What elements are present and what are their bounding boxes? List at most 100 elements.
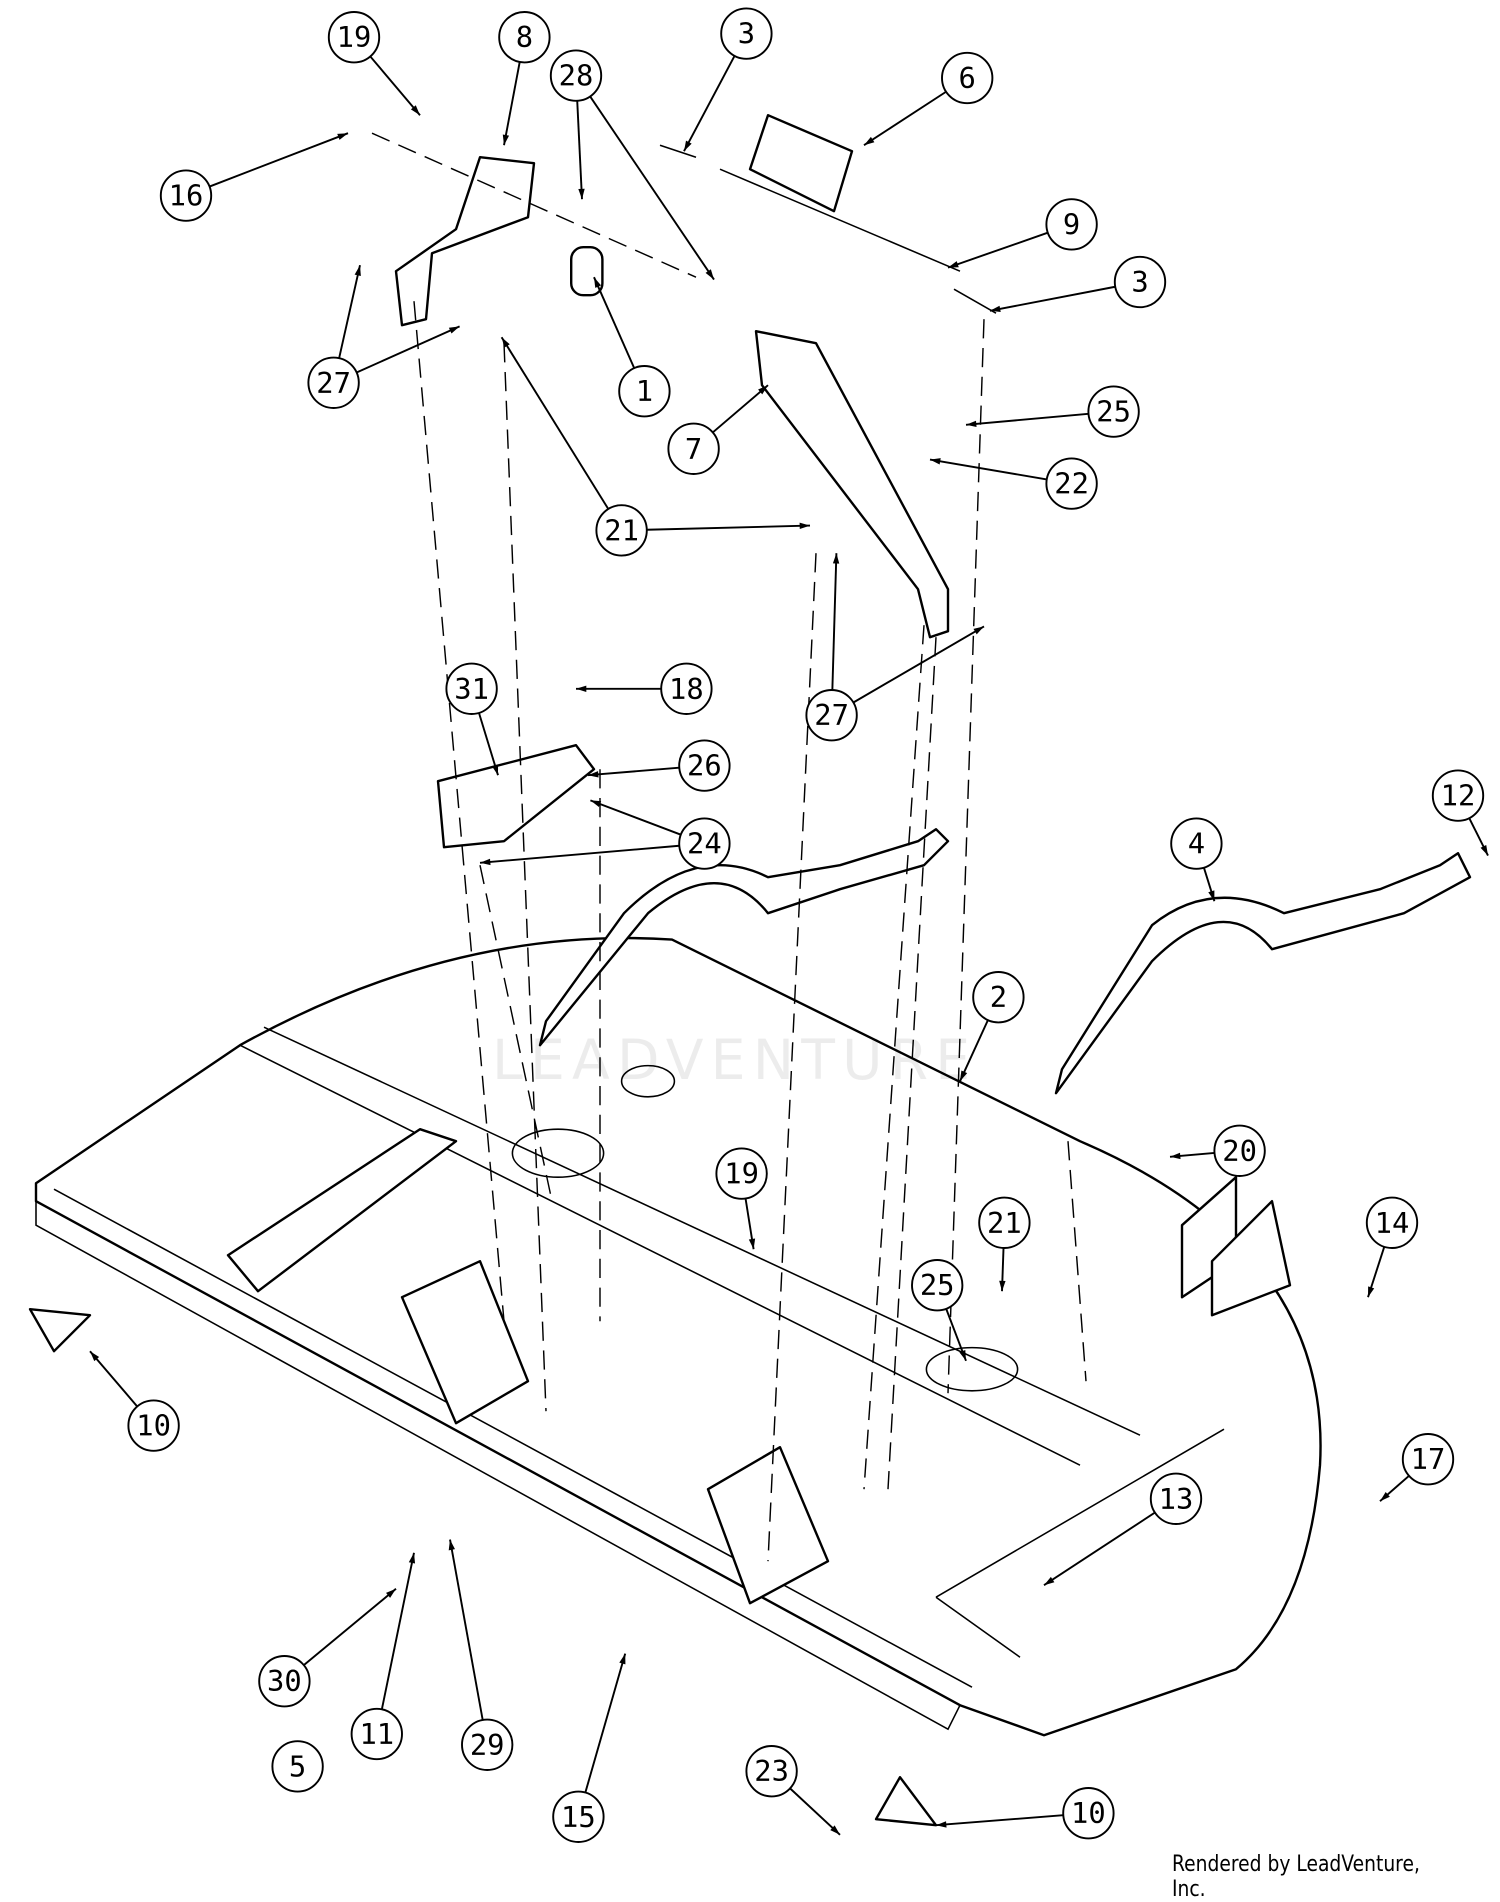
leader-line <box>356 325 460 374</box>
leader-line <box>646 524 811 531</box>
arrowhead <box>748 1238 756 1250</box>
callout-number: 3 <box>1131 265 1148 299</box>
callout-circle <box>1045 198 1098 251</box>
leader-line <box>369 55 421 116</box>
mower-deck <box>34 936 1322 1737</box>
callout-23: 23 <box>745 1745 841 1836</box>
callout-30: 30 <box>258 1588 397 1708</box>
callout-circle <box>1170 817 1223 870</box>
callout-circle <box>805 689 858 742</box>
callout-7: 7 <box>667 384 769 475</box>
callout-number: 7 <box>685 432 702 466</box>
callout-number: 3 <box>738 17 755 51</box>
leader-line <box>89 1350 138 1408</box>
callout-circle <box>1113 255 1167 309</box>
callout-25: 25 <box>911 1259 967 1362</box>
callout-14: 14 <box>1365 1196 1419 1298</box>
callout-8: 8 <box>498 11 551 146</box>
leader-line <box>338 264 361 359</box>
callout-17: 17 <box>1379 1433 1455 1502</box>
callout-26: 26 <box>587 739 731 792</box>
callout-circle <box>1149 1472 1203 1525</box>
callout-circle <box>549 49 603 102</box>
callout-circle <box>972 971 1025 1024</box>
callout-19: 19 <box>715 1147 768 1250</box>
arrowhead <box>578 188 585 200</box>
callout-number: 19 <box>724 1157 759 1191</box>
arrowhead <box>1480 844 1488 856</box>
callout-circle <box>678 817 731 870</box>
callout-circle <box>327 11 381 64</box>
arrowhead <box>930 458 941 465</box>
arrowhead <box>864 136 875 146</box>
callout-29: 29 <box>448 1539 514 1771</box>
callout-number: 9 <box>1063 207 1080 241</box>
callout-circle <box>1087 385 1140 438</box>
arrowhead <box>705 269 714 280</box>
arrowhead <box>684 140 692 152</box>
callout-25: 25 <box>965 385 1140 438</box>
leader-line <box>503 61 521 146</box>
callout-circle <box>667 422 720 475</box>
arrowhead <box>480 858 491 866</box>
callout-circle <box>1045 457 1098 510</box>
arrowhead <box>1208 890 1215 902</box>
callout-31: 31 <box>445 662 499 776</box>
arrowhead <box>588 771 599 778</box>
callout-circle <box>1062 1787 1115 1840</box>
arrowhead <box>799 522 810 530</box>
arrowhead <box>491 764 499 776</box>
arrowhead <box>337 133 348 140</box>
callout-number: 13 <box>1159 1482 1194 1516</box>
arrowhead <box>448 326 460 334</box>
arrowhead <box>90 1351 100 1362</box>
render-credit: Rendered by LeadVenture, Inc. <box>1172 1852 1420 1902</box>
arrowhead <box>832 553 840 564</box>
arrowhead <box>948 261 959 268</box>
leader-line <box>590 799 682 836</box>
leader-line <box>449 1539 484 1721</box>
leader-line <box>479 844 680 864</box>
arrowhead <box>830 1825 840 1835</box>
leader-line <box>947 231 1049 269</box>
lift-arms <box>394 114 1472 1095</box>
callout-number: 15 <box>561 1800 596 1834</box>
arrowhead <box>1380 1492 1390 1502</box>
callout-number: 28 <box>559 59 594 93</box>
leader-line <box>587 766 680 777</box>
callout-21: 21 <box>500 336 811 557</box>
callout-15: 15 <box>552 1653 627 1843</box>
callout-number: 25 <box>1096 395 1131 429</box>
callout-number: 1 <box>636 374 653 408</box>
callout-9: 9 <box>947 198 1098 269</box>
callout-circle <box>618 365 671 418</box>
callout-circle <box>720 7 773 60</box>
callout-circle <box>498 11 551 64</box>
arrowhead <box>386 1588 396 1598</box>
callout-22: 22 <box>929 457 1098 510</box>
callout-number: 5 <box>289 1749 306 1783</box>
callout-10: 10 <box>89 1350 180 1452</box>
callout-number: 8 <box>516 20 533 54</box>
callout-circle <box>715 1147 768 1200</box>
callout-21: 21 <box>978 1196 1031 1292</box>
arrowhead <box>501 337 510 348</box>
leader-line <box>303 1588 397 1666</box>
callout-3: 3 <box>989 255 1167 312</box>
leader-line <box>852 625 985 704</box>
callout-16: 16 <box>159 132 349 222</box>
leader-line <box>935 1814 1064 1827</box>
callout-circle <box>127 1399 180 1452</box>
callout-circle <box>445 662 498 715</box>
callout-number: 29 <box>470 1728 505 1762</box>
callout-circle <box>350 1707 403 1761</box>
callout-20: 20 <box>1169 1124 1266 1177</box>
arrowhead <box>990 305 1001 312</box>
callout-circle <box>978 1196 1031 1249</box>
callout-6: 6 <box>863 51 994 147</box>
callout-18: 18 <box>576 662 713 715</box>
arrowhead <box>1044 1576 1055 1586</box>
leader-line <box>1043 1511 1156 1587</box>
callout-circle <box>911 1259 964 1312</box>
